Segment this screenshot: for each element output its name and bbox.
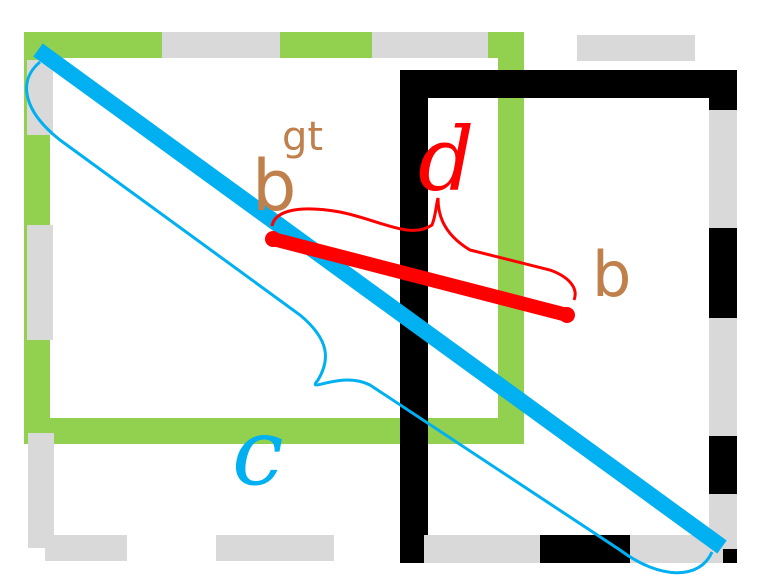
label-b-left: b bbox=[252, 145, 296, 227]
segment-d-brace bbox=[270, 197, 577, 301]
label-b-right: b bbox=[592, 238, 631, 311]
label-c: c bbox=[232, 399, 284, 506]
diagonal-c-line bbox=[33, 43, 727, 554]
segment-d-endpoint bbox=[265, 231, 281, 247]
diagonal-c-brace bbox=[25, 60, 714, 575]
label-superscript: gt bbox=[282, 114, 323, 160]
segment-d-endpoint bbox=[559, 307, 575, 323]
label-d: d bbox=[418, 108, 474, 211]
gray-dashed-frame bbox=[28, 35, 695, 561]
segment-d-line bbox=[266, 232, 574, 322]
